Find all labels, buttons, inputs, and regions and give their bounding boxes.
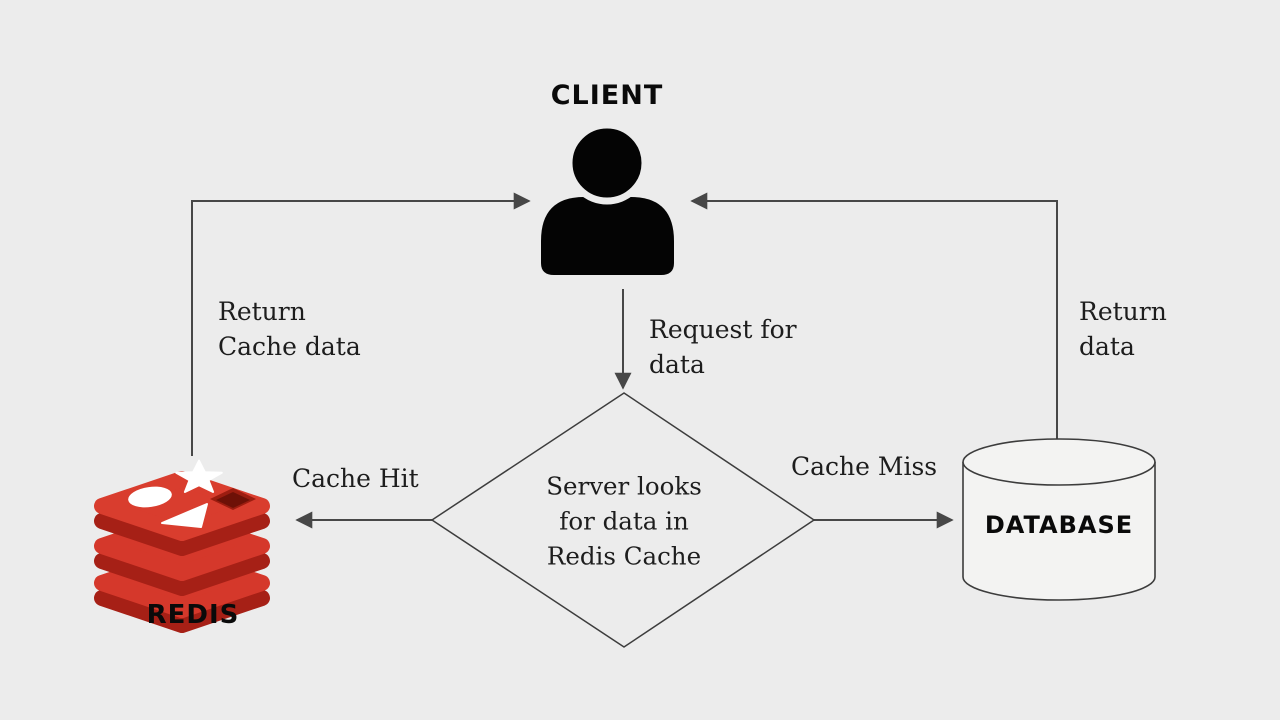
- redis-ellipse-glyph: [128, 486, 172, 508]
- edge-label-return-data: Return data: [1079, 294, 1167, 364]
- edge-label-line: Return: [218, 297, 306, 326]
- edge-label-line: Return: [1079, 297, 1167, 326]
- edge-label-return-cache-data: Return Cache data: [218, 294, 361, 364]
- edge-label-cache-hit: Cache Hit: [292, 464, 419, 493]
- redis-logo-icon: [94, 459, 270, 633]
- edge-label-cache-miss: Cache Miss: [791, 452, 938, 481]
- redis-node-title: REDIS: [146, 600, 240, 630]
- edge-label-line: Cache data: [218, 332, 361, 361]
- edge-return-cache-data-arrow: [191, 192, 531, 456]
- edge-label-line: data: [649, 350, 705, 379]
- edge-label-request-for-data: Request for data: [649, 312, 797, 382]
- decision-node-text: Server looks for data in Redis Cache: [546, 469, 702, 574]
- edge-label-line: Request for: [649, 315, 797, 344]
- edge-label-line: data: [1079, 332, 1135, 361]
- database-cylinder-icon: [962, 438, 1156, 601]
- redis-triangle-glyph: [161, 503, 208, 528]
- person-icon: [541, 121, 674, 275]
- decision-line: Server looks: [546, 471, 702, 501]
- decision-line: for data in: [559, 506, 689, 536]
- decision-diamond: [430, 392, 816, 648]
- client-node-title: CLIENT: [550, 80, 664, 111]
- edge-return-data-arrow: [690, 192, 1058, 439]
- decision-line: Redis Cache: [546, 541, 702, 571]
- redis-star-glyph: [175, 459, 223, 493]
- database-node-title: DATABASE: [984, 511, 1134, 539]
